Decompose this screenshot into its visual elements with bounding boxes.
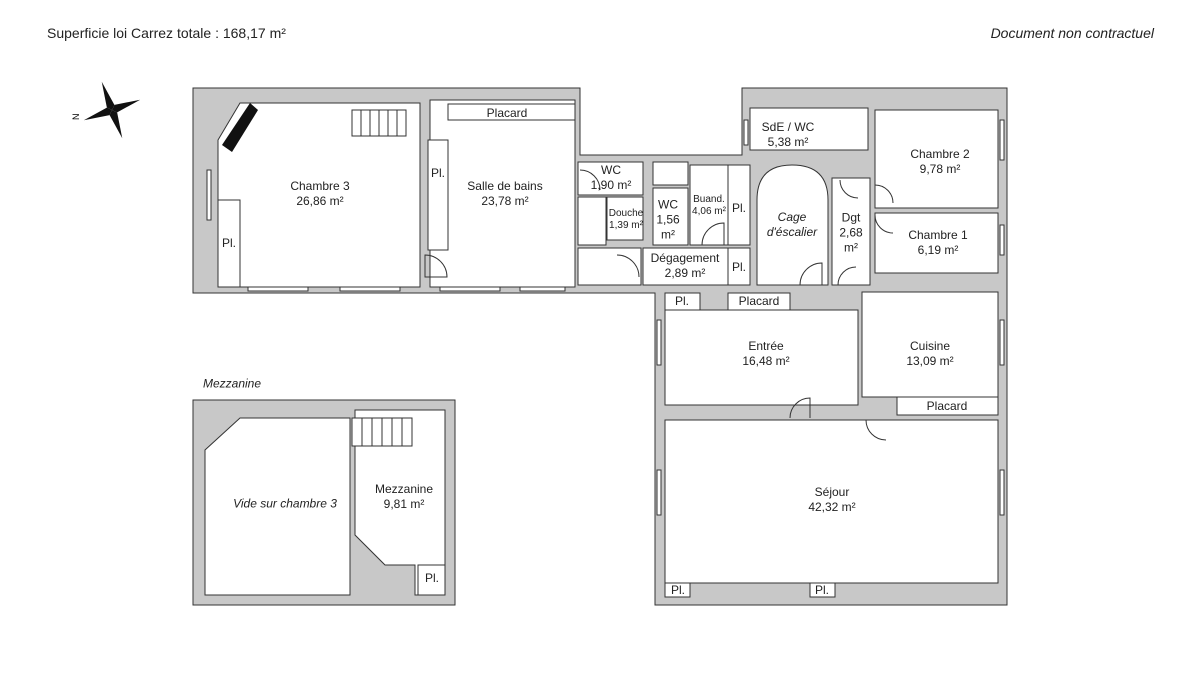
door-icons [424,169,894,441]
pl-degagement: Pl. [731,260,747,274]
placard-entree: Placard [738,294,780,308]
room-cuisine [861,291,999,398]
pl-chambre3: Pl. [221,236,237,250]
room-sde [749,107,869,151]
stairs-icon [351,417,413,447]
compass-label: N [71,114,81,121]
pl-buand: Pl. [731,201,747,215]
pl-mezzanine: Pl. [424,571,440,585]
room-chambre1 [874,212,999,274]
room-sejour [664,419,999,584]
label-cage: Cage d'éscalier [766,210,818,239]
room-wc2 [652,187,689,246]
pl-sejour-left: Pl. [670,583,686,597]
room-cage [756,164,829,286]
compass-icon [83,81,141,139]
room-buand [689,164,729,246]
pl-sejour-mid: Pl. [814,583,830,597]
label-vide: Vide sur chambre 3 [233,496,337,511]
room-douche [606,196,644,241]
room-mezzanine [354,409,446,596]
disclaimer: Document non contractuel [990,25,1154,41]
rooms [217,99,999,598]
window-icons [206,119,1005,516]
placard-sdb: Placard [486,106,528,120]
level-caption: Mezzanine [202,376,262,391]
room-degagement [642,247,729,286]
room-chambre3 [217,102,421,288]
stairs-icon [351,109,407,137]
room-wc1 [577,161,644,196]
room-chambre2 [874,109,999,209]
room-entree [664,309,859,406]
label-buand: Buand.4,06 m² [692,194,726,217]
fireplace-icon [222,103,258,152]
pl-entree: Pl. [674,294,690,308]
pl-sdb: Pl. [430,166,446,180]
total-area-title: Superficie loi Carrez totale : 168,17 m² [47,25,286,41]
placard-cuisine: Placard [926,399,968,413]
room-vide [204,417,351,596]
